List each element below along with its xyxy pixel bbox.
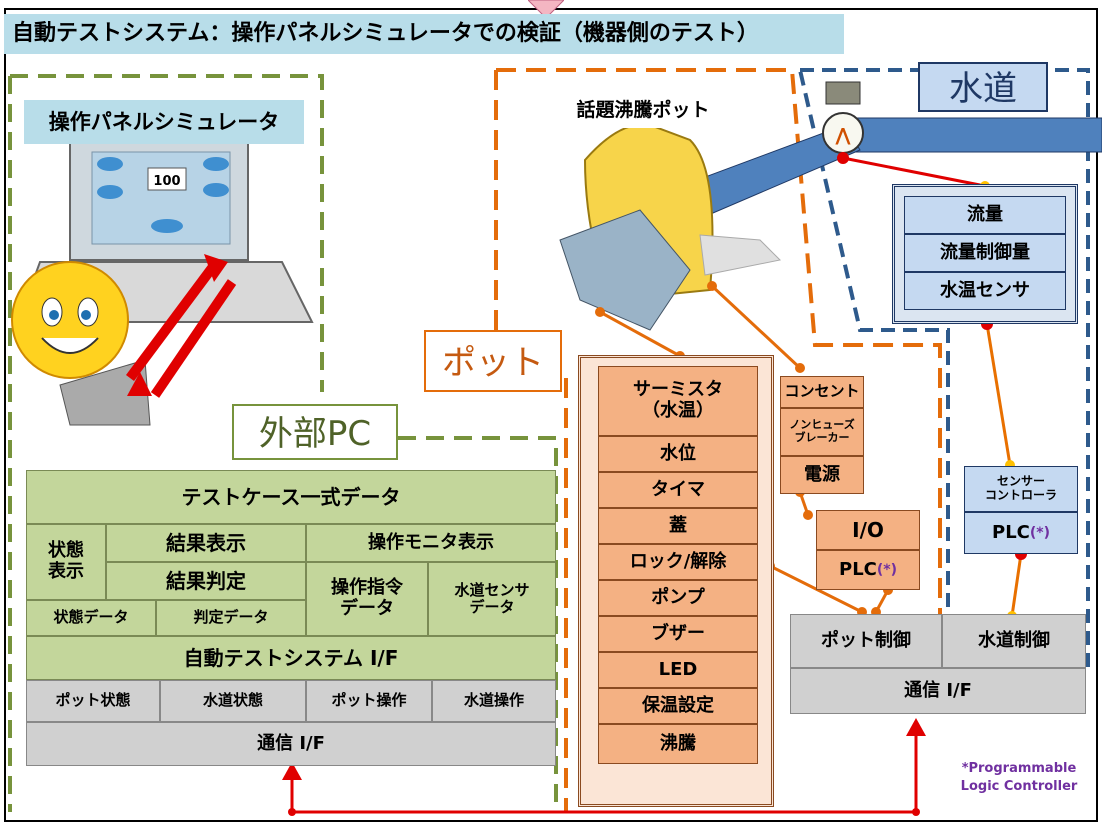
judge-data-cell: 判定データ: [156, 600, 306, 636]
interaction-arrow: [125, 265, 217, 381]
pot-item: ポンプ: [598, 580, 758, 616]
pot-item: 水位: [598, 436, 758, 472]
pot-item: サーミスタ （水温）: [598, 366, 758, 436]
pot-plc-mark: (*): [876, 561, 897, 578]
pot-control-cell: ポット制御: [790, 614, 942, 668]
page-title: 自動テストシステム：操作パネルシミュレータでの検証（機器側のテスト）: [4, 14, 844, 54]
pot-plc-label: PLC: [839, 558, 877, 580]
water-label: 水道: [918, 62, 1048, 112]
auto-test-if-cell: 自動テストシステム I/F: [26, 636, 556, 680]
pot-label: ポット: [424, 330, 562, 392]
op-monitor-cell: 操作モニタ表示: [306, 524, 556, 562]
result-judge-cell: 結果判定: [106, 562, 306, 600]
panel-simulator-label: 操作パネルシミュレータ: [24, 100, 304, 144]
pot-plc-cell: PLC (*): [816, 550, 920, 590]
kettle-label: 話題沸騰ポット: [548, 92, 738, 128]
water-status-cell: 水道状態: [160, 680, 306, 722]
result-display-cell: 結果表示: [106, 524, 306, 562]
pot-item: 保温設定: [598, 688, 758, 724]
pot-item: ブザー: [598, 616, 758, 652]
external-pc-boundary: [10, 74, 324, 392]
screen-value: 100: [153, 174, 180, 189]
smiley-icon: [11, 261, 129, 379]
pc-comm-if-cell: 通信 I/F: [26, 722, 556, 766]
water-op-cell: 水道操作: [432, 680, 556, 722]
pot-status-cell: ポット状態: [26, 680, 160, 722]
pot-item: 沸騰: [598, 724, 758, 764]
water-plc-cell: PLC (*): [964, 512, 1078, 554]
water-plc-mark: (*): [1029, 524, 1050, 541]
footnote: *Programmable Logic Controller: [960, 761, 1078, 795]
sensor-controller-cell: センサー コントローラ: [964, 466, 1078, 512]
power-cell: 電源: [780, 456, 864, 494]
breaker-cell: ノンヒューズ ブレーカー: [780, 408, 864, 456]
pot-op-cell: ポット操作: [306, 680, 432, 722]
water-item: 水温センサ: [904, 272, 1066, 310]
water-item: 流量: [904, 196, 1066, 234]
pot-item: LED: [598, 652, 758, 688]
test-cases-cell: テストケース一式データ: [26, 470, 556, 524]
water-pipe: [849, 117, 1102, 153]
svg-text:⋀: ⋀: [835, 125, 851, 146]
pot-item: タイマ: [598, 472, 758, 508]
top-tab-marker: [528, 0, 564, 18]
water-control-cell: 水道制御: [942, 614, 1086, 668]
water-item: 流量制御量: [904, 234, 1066, 272]
status-display-cell: 状態 表示: [26, 524, 106, 600]
op-command-cell: 操作指令 データ: [306, 562, 428, 636]
device-comm-if-cell: 通信 I/F: [790, 668, 1086, 714]
external-pc-label: 外部PC: [232, 404, 398, 460]
status-data-cell: 状態データ: [26, 600, 156, 636]
pot-item: ロック/解除: [598, 544, 758, 580]
water-plc-label: PLC: [992, 521, 1030, 543]
io-cell: I/O: [816, 510, 920, 550]
pot-boundary: [496, 68, 942, 658]
outlet-cell: コンセント: [780, 376, 864, 408]
water-sensor-data-cell: 水道センサ データ: [428, 562, 556, 636]
pot-item: 蓋: [598, 508, 758, 544]
